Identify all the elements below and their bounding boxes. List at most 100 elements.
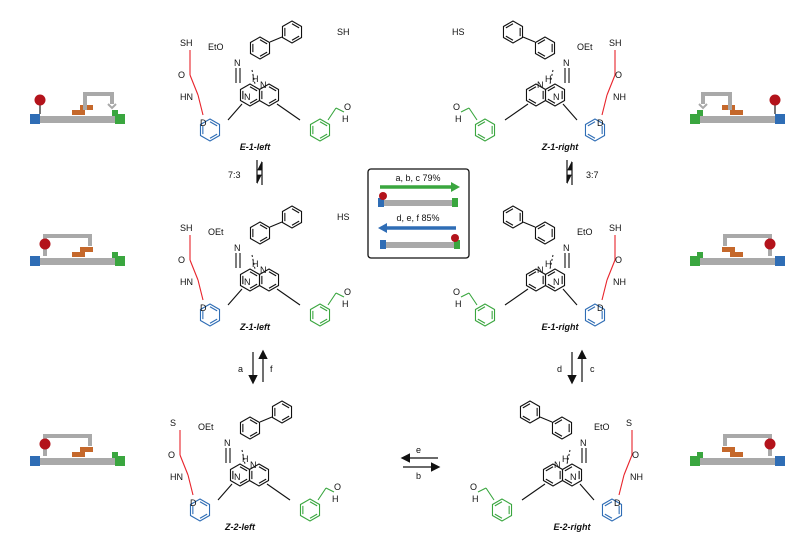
cartoon-icon xyxy=(690,434,785,466)
label-e: e xyxy=(416,445,421,455)
ring xyxy=(584,303,606,327)
ring xyxy=(474,303,496,327)
atom-nh: HN xyxy=(170,472,183,482)
atom-o: O xyxy=(178,255,185,265)
bond xyxy=(197,94,204,116)
atom-n: N xyxy=(260,265,267,275)
bond xyxy=(266,483,291,501)
label-d: d xyxy=(557,364,562,374)
atom-o: O xyxy=(615,70,622,80)
ring xyxy=(199,118,221,142)
cartoon-axle xyxy=(697,116,777,123)
cartoon-axle xyxy=(697,258,777,265)
atom-n: N xyxy=(563,58,570,68)
ring xyxy=(474,118,496,142)
label-a: a xyxy=(238,364,243,374)
atom-n: N xyxy=(260,80,267,90)
atom-h: H xyxy=(455,114,462,124)
bond xyxy=(460,292,470,298)
molecule-e2-right xyxy=(477,400,633,522)
mini-stopper-blue xyxy=(378,198,384,207)
atom-nh: HN xyxy=(180,277,193,287)
caption-e1-right: E-1-right xyxy=(542,322,580,332)
bond xyxy=(276,103,301,121)
ring xyxy=(309,118,331,142)
atom-d: D xyxy=(597,118,604,128)
caption-e2-right: E-2-right xyxy=(554,522,592,532)
bond xyxy=(539,416,553,423)
bond xyxy=(468,292,478,306)
cartoon-ball xyxy=(39,238,51,250)
cartoon-station-upper xyxy=(80,247,93,252)
bond xyxy=(522,36,536,43)
atom-sh: S xyxy=(626,418,632,428)
bond xyxy=(335,292,345,298)
reverse-conditions: d, e, f 85% xyxy=(396,213,439,223)
cartoon-stopper-blue xyxy=(775,256,785,266)
ring xyxy=(309,303,331,327)
molecule-z2-left xyxy=(179,400,335,522)
ring xyxy=(551,416,573,440)
cartoon-icon xyxy=(690,92,785,124)
atom-o: O xyxy=(344,287,351,297)
atom-n: N xyxy=(563,243,570,253)
bond xyxy=(468,107,478,121)
label-b: b xyxy=(416,471,421,481)
arrows-right-dc: d c xyxy=(557,349,595,385)
bond xyxy=(562,103,578,121)
cartoon-ball xyxy=(39,438,51,450)
cartoon-station xyxy=(72,110,85,115)
ring xyxy=(249,221,271,245)
ring xyxy=(525,83,547,107)
equilibrium-arrow-left: 7:3 xyxy=(228,160,263,185)
atom-h: H xyxy=(342,299,349,309)
atom-nh: NH xyxy=(613,277,626,287)
molecule-z1-right xyxy=(460,20,616,142)
atom-sh: HS xyxy=(337,212,350,222)
atom-h: H xyxy=(472,494,479,504)
bond xyxy=(269,36,283,43)
atom-o: O xyxy=(470,482,477,492)
atom-sh: HS xyxy=(452,27,465,37)
atom-n: N xyxy=(244,92,251,102)
cartoon-icon xyxy=(30,92,125,124)
cartoon-stopper-green-tab xyxy=(112,252,118,258)
bond xyxy=(276,288,301,306)
bond xyxy=(485,487,495,501)
cartoon-stopper-blue xyxy=(775,456,785,466)
mini-axle xyxy=(380,200,456,206)
caption-z2-left: Z-2-left xyxy=(224,522,256,532)
cartoon-ball xyxy=(764,438,776,450)
atom-o: O xyxy=(178,70,185,80)
mini-stopper-blue xyxy=(380,240,386,249)
atom-n: N xyxy=(553,92,560,102)
cartoon-axle xyxy=(38,458,118,465)
cartoon-stopper-green xyxy=(115,456,125,466)
cartoon-stopper-green-tab xyxy=(112,452,118,458)
ring xyxy=(542,463,564,487)
atom-n: N xyxy=(580,438,587,448)
bond xyxy=(227,103,243,121)
atom-n: N xyxy=(244,277,251,287)
mini-track xyxy=(380,234,460,249)
atom-nh: HN xyxy=(180,92,193,102)
atom-ester: EtO xyxy=(594,422,610,432)
bond xyxy=(606,74,616,96)
ring xyxy=(502,205,524,229)
atom-h: H xyxy=(252,74,259,84)
atom-ester: OEt xyxy=(577,42,593,52)
label-f: f xyxy=(270,364,273,374)
ring xyxy=(584,118,606,142)
atom-n: N xyxy=(537,265,544,275)
atom-o: O xyxy=(453,287,460,297)
cartoon-stopper-green xyxy=(690,114,700,124)
mini-stopper-green xyxy=(454,240,460,249)
bond xyxy=(189,259,199,281)
ring xyxy=(281,20,303,44)
atom-h: H xyxy=(545,259,552,269)
ring xyxy=(281,205,303,229)
bond xyxy=(521,483,546,501)
bond xyxy=(562,288,578,306)
caption-z1-left: Z-1-left xyxy=(239,322,271,332)
ring xyxy=(299,498,321,522)
